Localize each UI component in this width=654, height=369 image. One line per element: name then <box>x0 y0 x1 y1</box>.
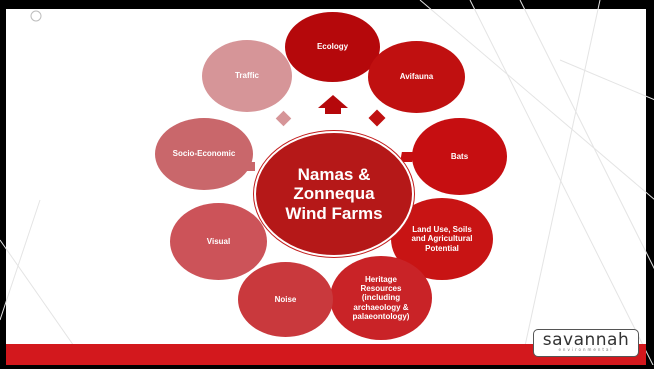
node-socio-economic: Socio-Economic <box>155 118 253 190</box>
node-bats: Bats <box>412 118 507 195</box>
arrow-up-icon <box>318 95 348 108</box>
node-traffic: Traffic <box>202 40 292 112</box>
node-noise: Noise <box>238 262 333 337</box>
node-visual-label: Visual <box>206 236 231 246</box>
center-title-line3: Wind Farms <box>285 203 383 223</box>
footer-bar <box>6 344 646 365</box>
frame-top <box>0 0 654 9</box>
center-node: Namas & Zonnequa Wind Farms <box>254 131 414 257</box>
center-title-line1: Namas & <box>297 164 371 184</box>
node-socio-economic-label: Socio-Economic <box>172 149 236 159</box>
logo-text: savannah <box>542 330 630 350</box>
node-bats-label: Bats <box>450 151 469 161</box>
node-ecology-label: Ecology <box>316 42 349 52</box>
frame-right <box>646 0 654 369</box>
frame-bottom <box>0 365 654 369</box>
arrow-up-stem-icon <box>325 107 341 114</box>
center-title: Namas & Zonnequa Wind Farms <box>285 165 382 224</box>
node-noise-label: Noise <box>274 294 297 304</box>
savannah-logo: savannah environmental <box>533 329 639 357</box>
node-heritage: Heritage Resources (including archaeolog… <box>330 256 432 340</box>
logo-subtext: environmental <box>558 347 614 352</box>
center-title-line2: Zonnequa <box>293 184 375 204</box>
node-avifauna: Avifauna <box>368 41 465 113</box>
node-land-use-label: Land Use, Soils and Agricultural Potenti… <box>411 225 473 253</box>
node-heritage-label: Heritage Resources (including archaeolog… <box>352 275 410 321</box>
node-avifauna-label: Avifauna <box>399 72 434 82</box>
frame-left <box>0 0 6 369</box>
node-traffic-label: Traffic <box>234 71 259 81</box>
node-ecology: Ecology <box>285 12 380 82</box>
node-visual: Visual <box>170 203 267 280</box>
